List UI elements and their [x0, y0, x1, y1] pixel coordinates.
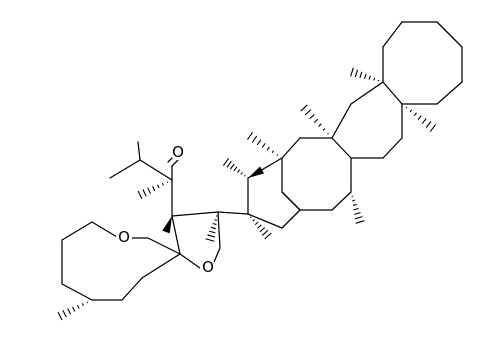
bond-31	[171, 211, 219, 217]
hashed-bond-ring-d-low-h	[250, 216, 272, 240]
hashed-bond-furan-h	[205, 215, 218, 242]
bond-25	[281, 191, 301, 211]
carbonyl-oxygen-bg	[170, 144, 186, 160]
hashed-bond-acetyl-methyl	[137, 181, 169, 200]
bond-35	[91, 221, 118, 238]
bond-33	[147, 237, 181, 255]
bond-15	[331, 191, 352, 211]
bond-23	[247, 213, 283, 229]
bond-layer	[61, 21, 463, 301]
hashed-bond-ring-a	[405, 106, 437, 132]
furan-oxygen-bg	[200, 259, 216, 275]
bond-28	[213, 247, 221, 263]
bond-24	[281, 209, 301, 229]
bond-27	[217, 211, 221, 249]
bond-11	[331, 137, 352, 159]
bond-5	[382, 81, 403, 105]
hashed-bond-ring-c-h	[351, 195, 365, 224]
bond-3	[436, 81, 463, 105]
hashed-bond-ring-d-h	[222, 158, 246, 177]
bond-44	[109, 159, 141, 179]
bond-9	[382, 137, 403, 159]
bond-12	[331, 103, 352, 139]
bond-30	[171, 215, 181, 255]
bond-26	[217, 211, 249, 215]
bond-13	[350, 81, 384, 105]
hashed-bond-ring-b-h	[300, 104, 329, 135]
carbonyl-oxygen-label: O	[172, 143, 184, 161]
bond-38	[61, 283, 93, 301]
wedge-bond-spiro	[162, 216, 172, 234]
hashed-bond-angular-methyl	[350, 67, 380, 82]
bond-43	[139, 159, 173, 181]
stereo-bond-layer	[57, 67, 437, 321]
bond-29	[179, 253, 201, 269]
bond-45	[137, 141, 141, 161]
bond-7	[382, 21, 403, 48]
bond-41	[141, 253, 181, 279]
bond-36	[61, 221, 93, 241]
pyran-oxygen-bg	[116, 229, 132, 245]
atom-label-layer: O O O	[116, 143, 216, 276]
hashed-bond-pyran-methyl	[57, 301, 89, 321]
bond-40	[121, 277, 143, 301]
pyran-oxygen-label: O	[118, 228, 130, 246]
bond-19	[281, 137, 301, 159]
furan-oxygen-label: O	[202, 258, 214, 276]
hashed-bond-ring-c-methyl	[246, 131, 279, 156]
bond-1	[436, 21, 463, 48]
wedge-bond-ring-d	[248, 166, 264, 178]
